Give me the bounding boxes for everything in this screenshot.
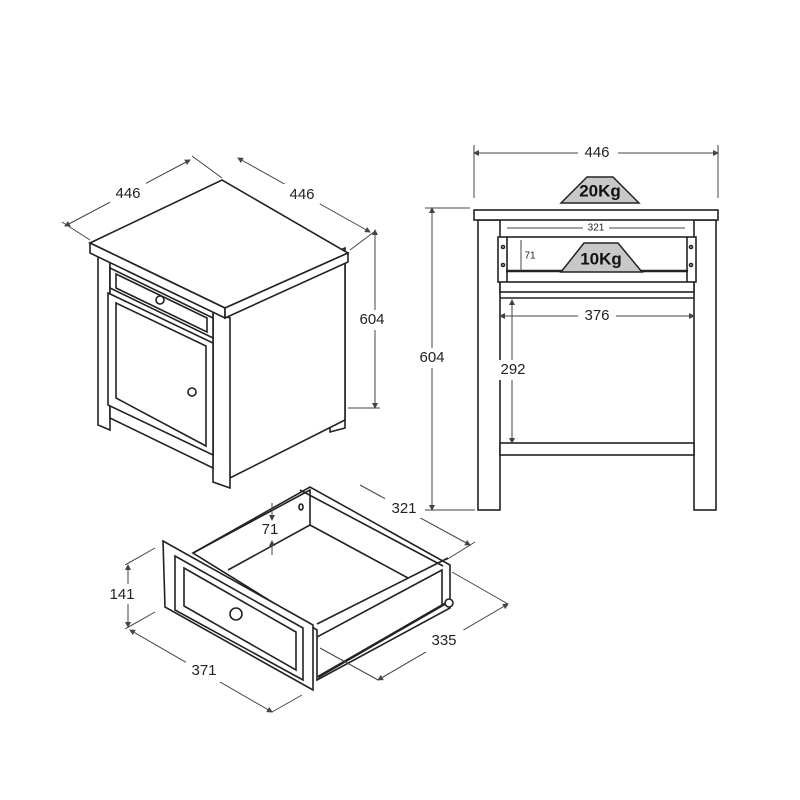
isometric-cabinet bbox=[88, 179, 350, 490]
drawer-knob-icon bbox=[155, 295, 165, 305]
door-knob-icon bbox=[187, 387, 197, 397]
weight-10kg-badge bbox=[559, 242, 644, 273]
top-load-label: 20Kg bbox=[579, 181, 621, 200]
drawer-dimensions: 71 321 141 371 335 bbox=[105, 484, 509, 713]
front-dimensions: 446 604 321 71 376 292 bbox=[414, 143, 719, 511]
weight-20kg-badge bbox=[559, 176, 641, 204]
drawer-inner-height-label: 71 bbox=[524, 251, 536, 262]
cabinet-height-label: 604 bbox=[359, 311, 384, 328]
drawer-depth-label: 321 bbox=[391, 500, 416, 517]
drawer-knob-icon bbox=[229, 607, 243, 621]
drawer-load-label: 10Kg bbox=[580, 249, 622, 268]
drawer-front-height-label: 141 bbox=[109, 586, 134, 603]
drawer-inner-height-label: 71 bbox=[262, 521, 279, 538]
drawer-front-width-label: 371 bbox=[191, 662, 216, 679]
front-width-label: 446 bbox=[584, 144, 609, 161]
front-height-label: 604 bbox=[419, 349, 444, 366]
opening-width-label: 376 bbox=[584, 307, 609, 324]
drawer-inner-width-label: 321 bbox=[588, 223, 605, 234]
cabinet-door bbox=[107, 291, 214, 457]
cabinet-depth-label: 446 bbox=[289, 186, 314, 203]
opening-height-label: 292 bbox=[500, 361, 525, 378]
cabinet-width-label: 446 bbox=[115, 185, 140, 202]
front-view: 20Kg 10Kg bbox=[473, 176, 719, 511]
drawer-side-length-label: 335 bbox=[431, 632, 456, 649]
iso-dimensions: 446 446 604 bbox=[61, 155, 392, 409]
